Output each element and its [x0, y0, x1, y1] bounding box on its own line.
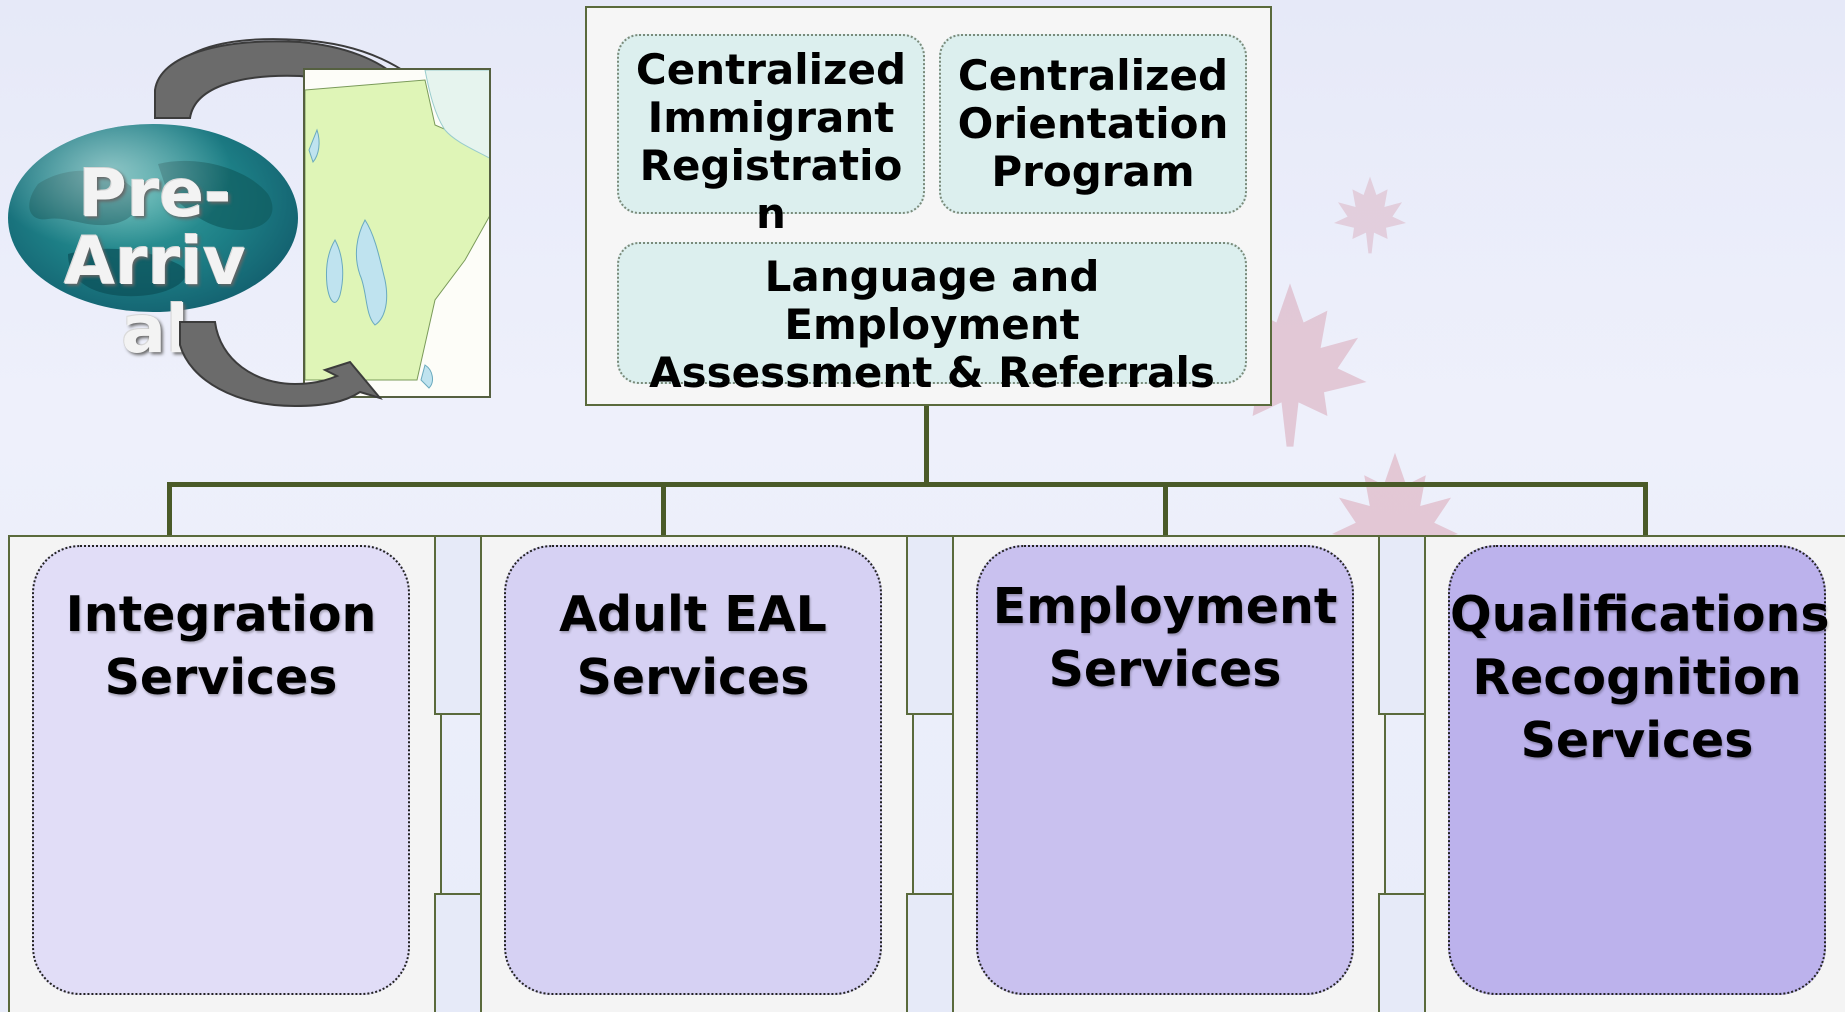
- pre-arrival-line: Arriv: [64, 223, 246, 300]
- registration-line: Centralized: [635, 45, 907, 94]
- manitoba-map-icon: [303, 68, 491, 398]
- connector-drop: [1163, 482, 1168, 537]
- pre-arrival-label: Pre- Arriv al: [50, 160, 260, 364]
- panel-gap-block: [434, 893, 482, 1012]
- assessment-line: Language and: [764, 252, 1100, 301]
- registration-line: n: [756, 189, 786, 238]
- pre-arrival-line: al: [121, 291, 189, 368]
- assessment-line: Assessment & Referrals: [649, 348, 1215, 397]
- panel-gap-block: [434, 535, 482, 715]
- service-label-line: Services: [1520, 712, 1754, 769]
- orientation-box: Centralized Orientation Program: [939, 34, 1247, 214]
- adult-eal-services-box: Adult EAL Services: [504, 545, 882, 995]
- assessment-box: Language and Employment Assessment & Ref…: [617, 242, 1247, 397]
- globe-icon: [8, 124, 298, 312]
- maple-leaf-icon: [1332, 452, 1458, 588]
- service-label-line: Adult EAL: [559, 586, 827, 643]
- qualifications-recognition-services-box: Qualifications Recognition Services: [1448, 545, 1830, 995]
- panel-gap-block: [906, 535, 954, 715]
- connector-drop: [661, 482, 666, 537]
- pre-arrival-line: Pre-: [78, 155, 232, 232]
- panel-gap-block: [1378, 893, 1426, 1012]
- service-label-line: Services: [104, 649, 338, 706]
- service-label-line: Recognition: [1472, 649, 1802, 706]
- registration-box: Centralized Immigrant Registratio n: [617, 34, 925, 238]
- registration-line: Registratio: [639, 141, 903, 190]
- service-label-line: Integration: [65, 586, 377, 643]
- integration-services-box: Integration Services: [32, 545, 410, 995]
- orientation-line: Program: [991, 147, 1195, 196]
- service-label-line: Services: [1048, 641, 1282, 698]
- service-label-line: Services: [576, 649, 810, 706]
- service-label-line: Qualifications: [1450, 586, 1830, 643]
- panel-gap-block: [1378, 535, 1426, 715]
- connector-drop: [1643, 482, 1648, 537]
- employment-services-box: Employment Services: [976, 545, 1354, 995]
- service-label-line: Employment: [992, 578, 1338, 635]
- maple-leaf-icon: [1334, 176, 1406, 254]
- connector-horizontal: [167, 482, 1648, 487]
- registration-line: Immigrant: [647, 93, 895, 142]
- maple-leaf-icon: [1213, 283, 1367, 447]
- curved-arrow-icon: [179, 321, 383, 408]
- central-services-box: Centralized Immigrant Registratio n Cent…: [585, 6, 1272, 406]
- connector-drop: [167, 482, 172, 537]
- orientation-line: Centralized: [957, 51, 1229, 100]
- panel-gap-block: [906, 893, 954, 1012]
- connector-vertical-main: [924, 406, 929, 486]
- orientation-line: Orientation: [957, 99, 1229, 148]
- assessment-line: Employment: [784, 300, 1080, 349]
